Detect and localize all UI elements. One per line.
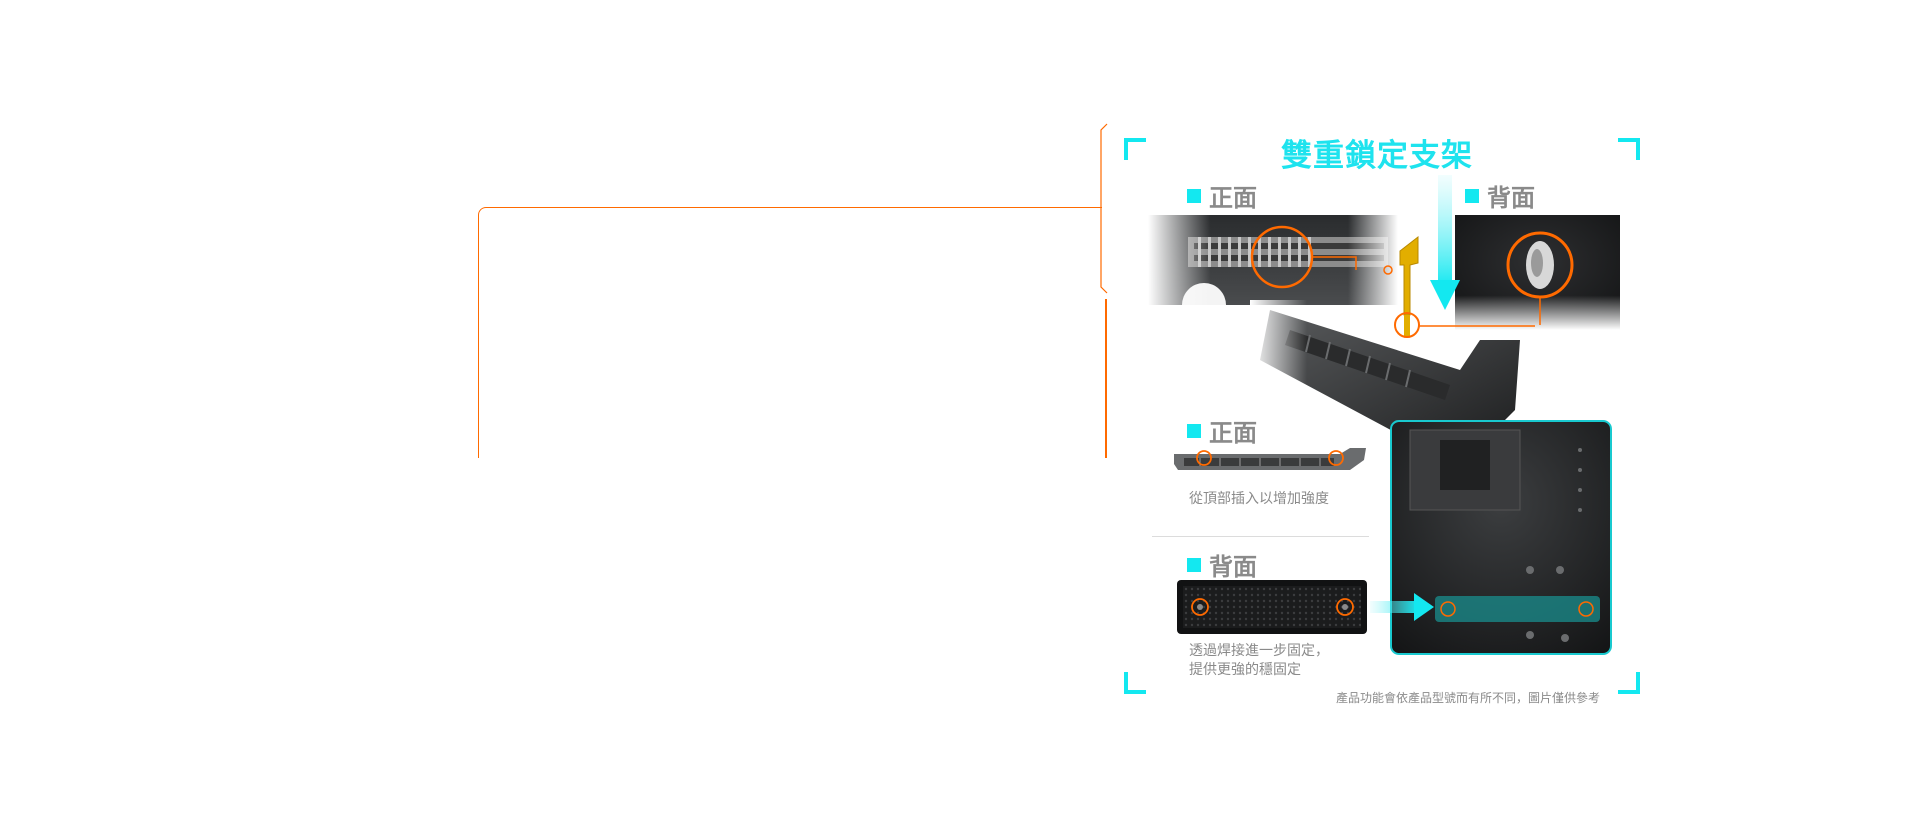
- corner-bracket-icon: [1124, 672, 1146, 694]
- front-label-middle-text: 正面: [1209, 419, 1257, 447]
- square-bullet-icon: [1465, 188, 1479, 203]
- orange-outline-frame: [478, 207, 1102, 458]
- pcie-slot-back-solder-image: [1177, 580, 1367, 634]
- middle-caption: 從頂部插入以增加強度: [1189, 491, 1329, 507]
- motherboard-image: [1390, 420, 1612, 655]
- square-bullet-icon: [1187, 557, 1201, 572]
- back-label-top-text: 背面: [1487, 184, 1535, 212]
- orange-frame-bracket: [1100, 123, 1108, 458]
- square-bullet-icon: [1187, 423, 1201, 438]
- front-label-top-text: 正面: [1209, 184, 1257, 212]
- section-divider: [1152, 536, 1369, 537]
- front-label-middle: 正面: [1187, 413, 1257, 448]
- pcie-slot-side-image: [1174, 448, 1366, 470]
- bottom-caption-line1: 透過焊接進一步固定，: [1189, 643, 1329, 659]
- pcie-slot-front-image: [1148, 215, 1398, 305]
- arrow-down-icon: [1430, 175, 1460, 310]
- back-label-top: 背面: [1465, 178, 1535, 213]
- arrow-right-icon: [1370, 593, 1434, 621]
- panel-title: 雙重鎖定支架: [1281, 138, 1473, 174]
- back-label-bottom: 背面: [1187, 547, 1257, 582]
- corner-bracket-icon: [1124, 138, 1146, 160]
- corner-bracket-icon: [1618, 672, 1640, 694]
- disclaimer-footnote: 產品功能會依產品型號而有所不同，圖片僅供參考: [1335, 691, 1600, 705]
- front-label-top: 正面: [1187, 178, 1257, 213]
- bottom-caption-line2: 提供更強的穩固定: [1189, 662, 1301, 678]
- corner-bracket-icon: [1618, 138, 1640, 160]
- back-label-bottom-text: 背面: [1209, 553, 1257, 581]
- square-bullet-icon: [1187, 188, 1201, 203]
